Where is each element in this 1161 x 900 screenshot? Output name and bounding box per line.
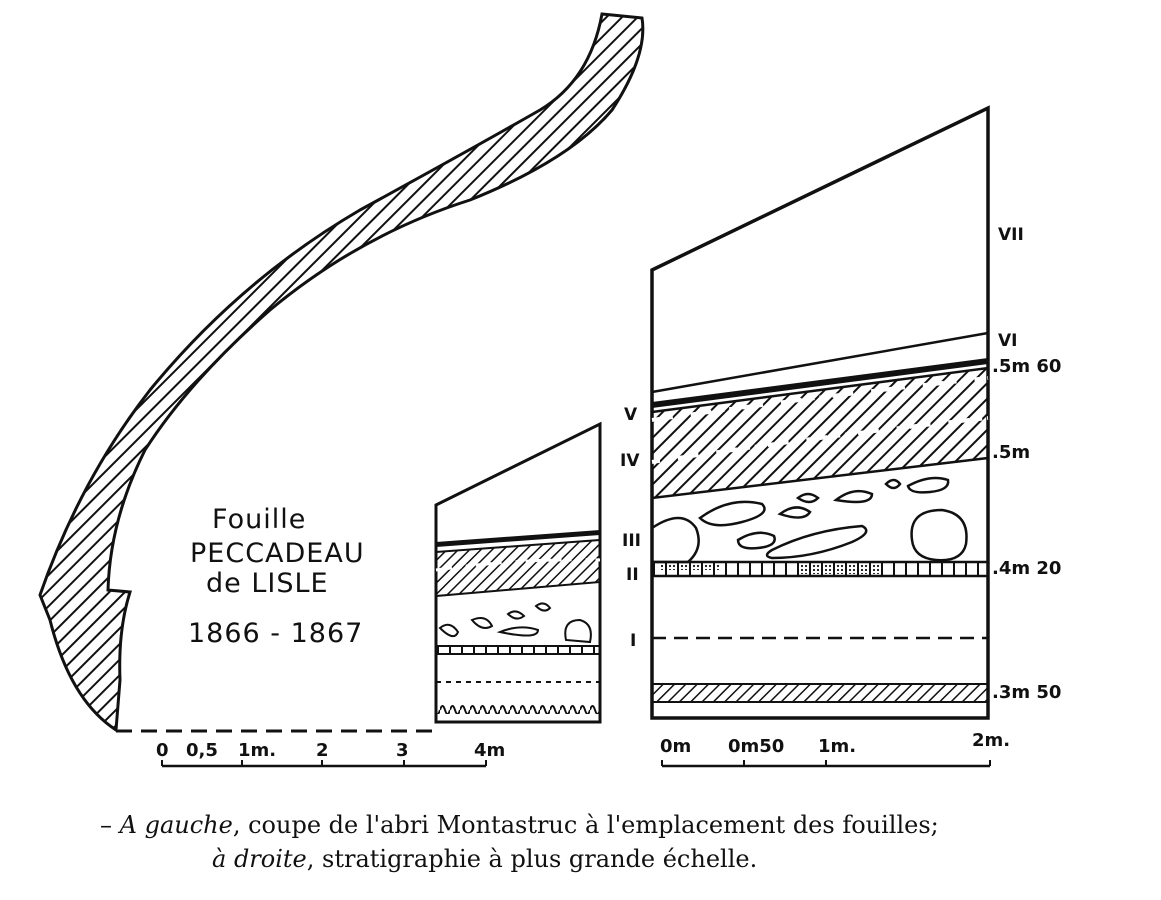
- title-dates: 1866 - 1867: [188, 618, 363, 649]
- layer-label-ii: II: [626, 565, 639, 585]
- stratigraphy-figure: Fouille PECCADEAU de LISLE 1866 - 1867: [38, 12, 1061, 768]
- layer-label-iv: IV: [620, 451, 640, 471]
- small-section: [434, 421, 602, 724]
- depth-mark-3m50: .3m 50: [992, 682, 1061, 703]
- right-scale-bar: 0m 0m50 1m. 2m.: [660, 730, 1010, 768]
- depth-mark-4m20: .4m 20: [992, 558, 1061, 579]
- large-section: [650, 105, 990, 720]
- layer-label-v: V: [624, 405, 638, 425]
- right-scale-tick-1: 0m50: [728, 736, 784, 757]
- title-block: Fouille PECCADEAU de LISLE 1866 - 1867: [188, 504, 365, 649]
- left-scale-tick-0: 0: [156, 740, 169, 761]
- right-scale-tick-3: 2m.: [972, 730, 1010, 751]
- title-line1: Fouille: [212, 504, 306, 535]
- depth-mark-5m: .5m: [992, 442, 1030, 463]
- depth-marks: .5m 60 .5m .4m 20 .3m 50: [992, 356, 1061, 703]
- left-scale-tick-2: 1m.: [238, 740, 276, 761]
- caption-a-droite: à droite: [212, 845, 307, 873]
- rock-shelter-wall: [38, 12, 645, 733]
- title-line3: de LISLE: [206, 568, 329, 599]
- layer-label-vi: VI: [998, 331, 1017, 351]
- caption-line1: – A gauche, coupe de l'abri Montastruc à…: [100, 808, 939, 842]
- layer-label-iii: III: [622, 531, 641, 551]
- layer-label-i: I: [630, 631, 636, 651]
- left-scale-tick-4: 3: [396, 740, 409, 761]
- caption-dash: –: [100, 811, 120, 839]
- caption-line2: à droite, stratigraphie à plus grande éc…: [212, 842, 757, 876]
- right-scale-tick-2: 1m.: [818, 736, 856, 757]
- layer-label-vii: VII: [998, 225, 1024, 245]
- right-scale-tick-0: 0m: [660, 736, 691, 757]
- caption-a-gauche: A gauche: [119, 811, 233, 839]
- left-scale-tick-3: 2: [316, 740, 329, 761]
- left-scale-bar: 0 0,5 1m. 2 3 4m: [156, 740, 505, 768]
- left-scale-tick-5: 4m: [474, 740, 505, 761]
- title-line2: PECCADEAU: [190, 538, 365, 569]
- left-scale-tick-1: 0,5: [186, 740, 218, 761]
- caption-line1-rest: , coupe de l'abri Montastruc à l'emplace…: [232, 811, 939, 839]
- depth-mark-5m60: .5m 60: [992, 356, 1061, 377]
- layer-labels: VII VI V IV III II I: [620, 225, 1024, 651]
- caption-line2-rest: , stratigraphie à plus grande échelle.: [306, 845, 758, 873]
